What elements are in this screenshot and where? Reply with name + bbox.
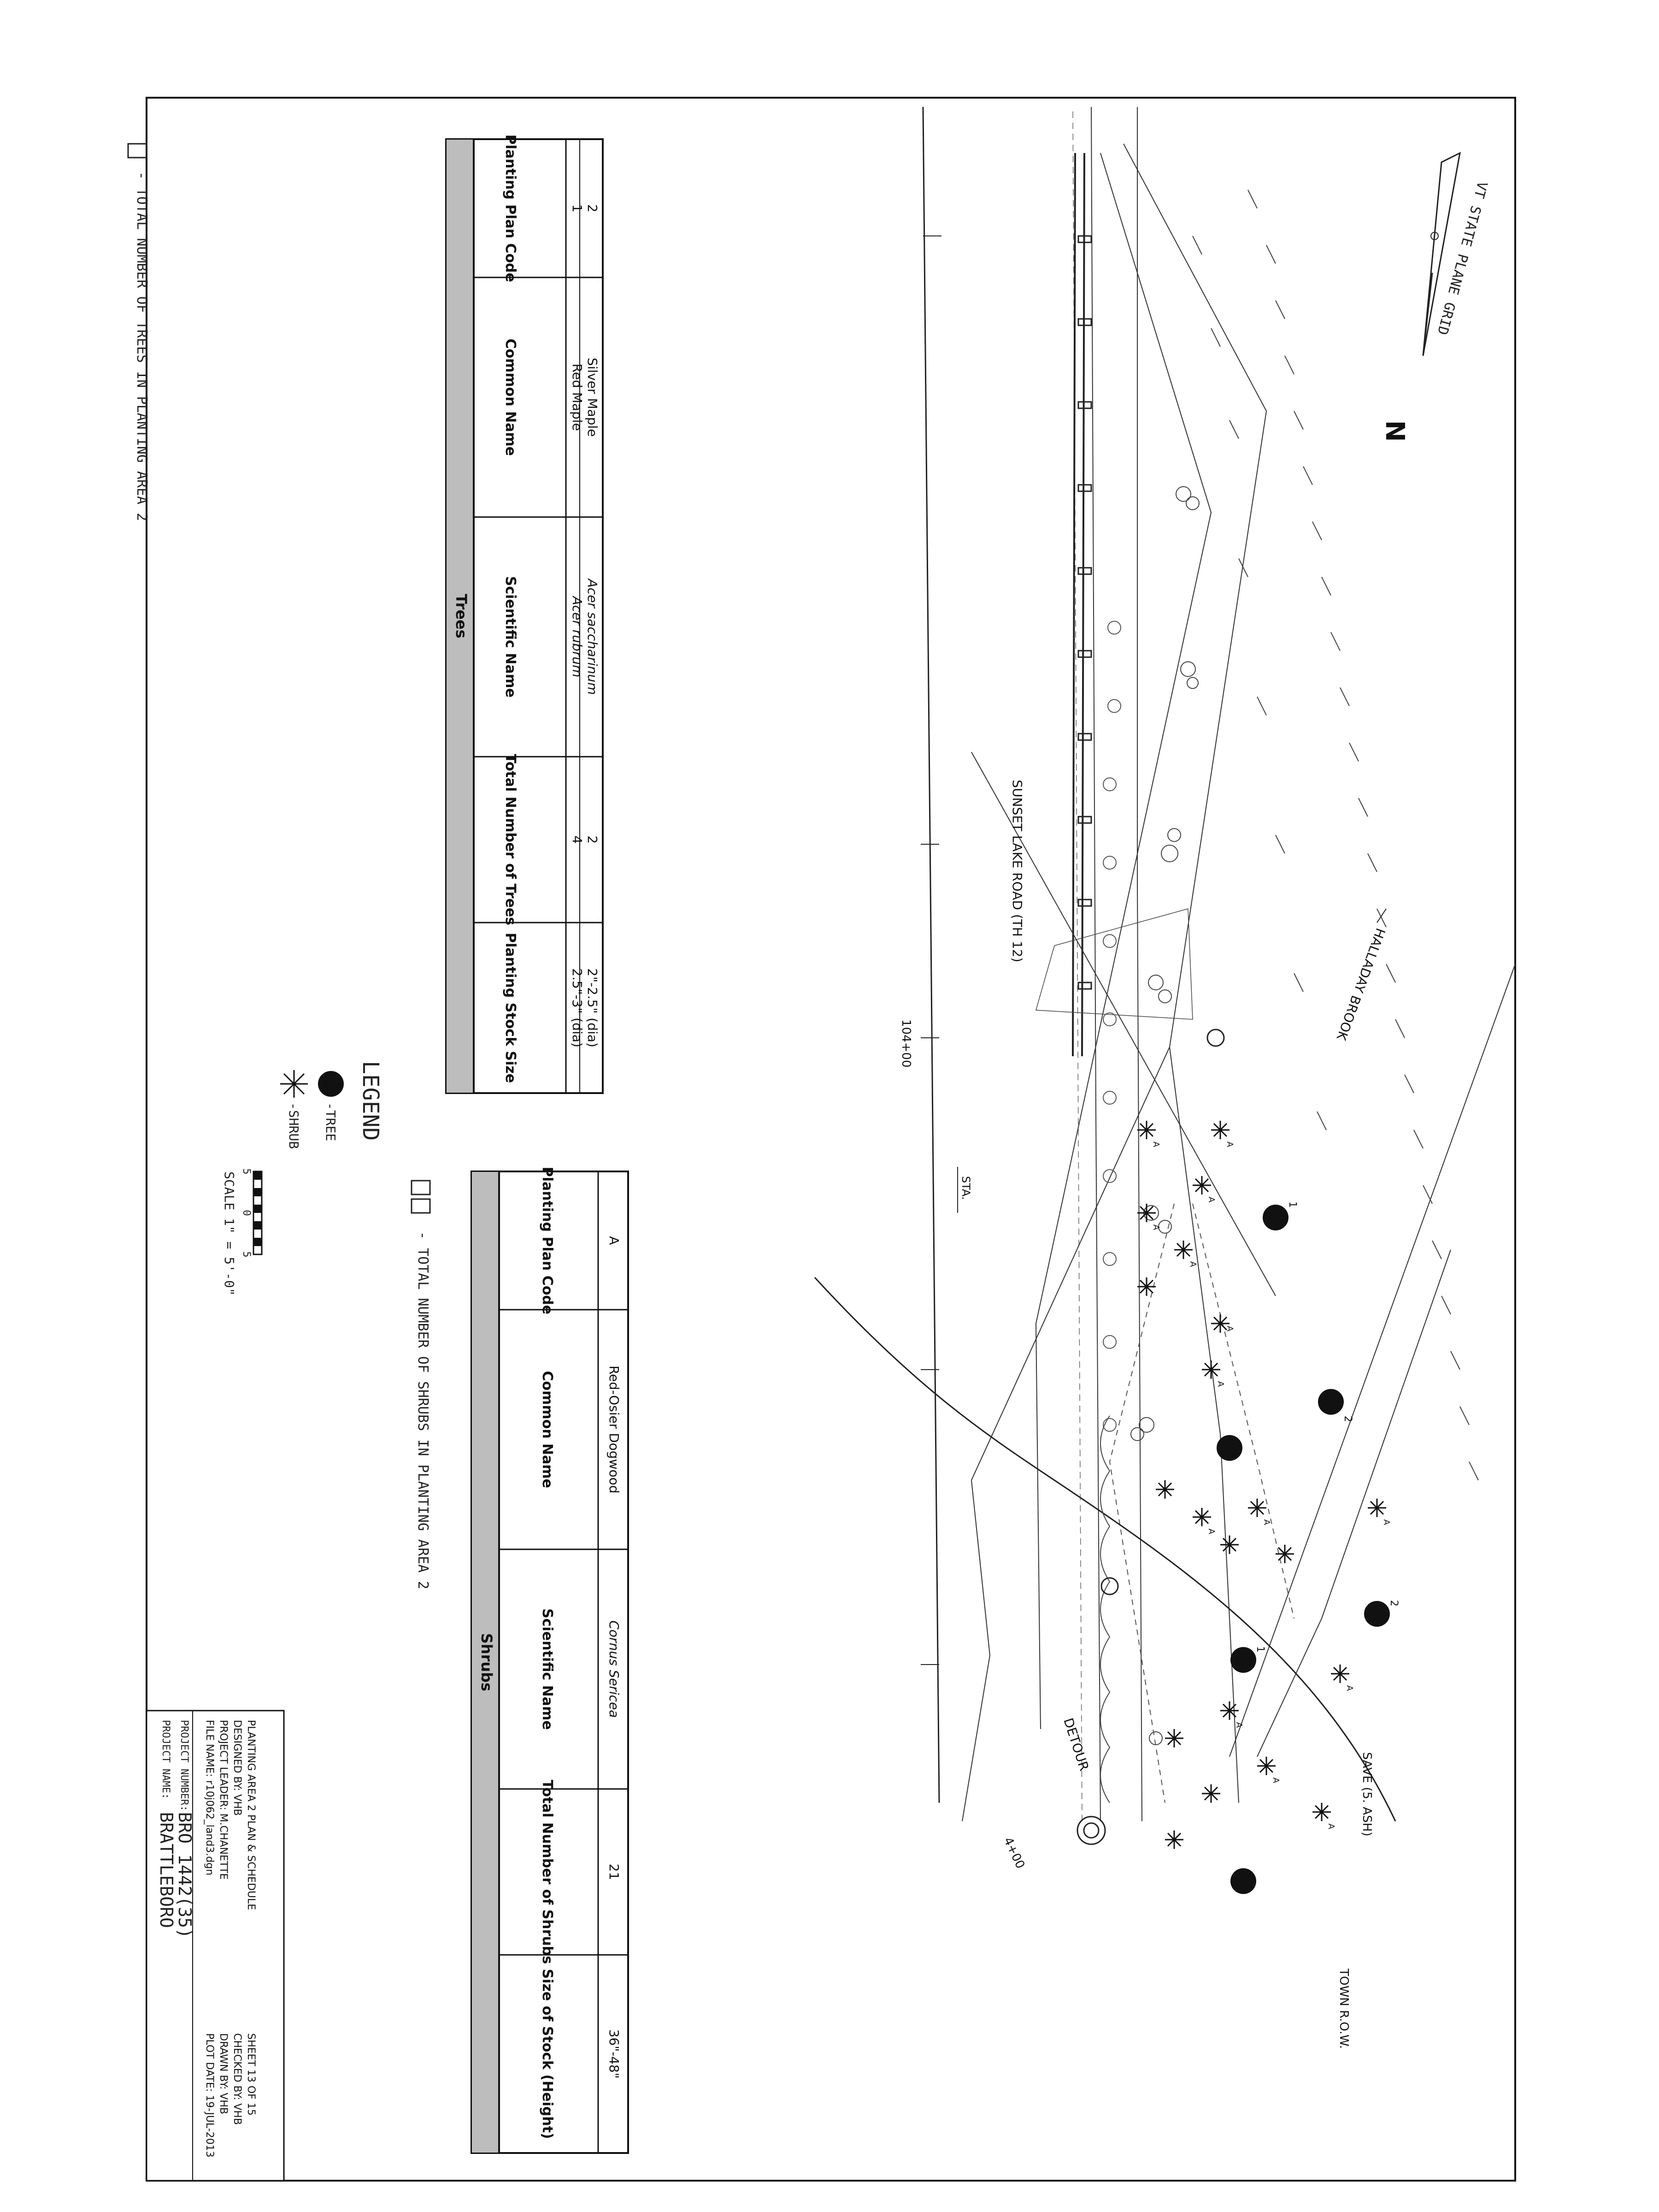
svg-text:FILE NAME: r10j062_land3.dgn: FILE NAME: r10j062_land3.dgn (204, 1720, 215, 1876)
svg-text:Planting Plan Code: Planting Plan Code (539, 1167, 555, 1315)
project-name: BRATTLEBORO (156, 1812, 176, 1928)
svg-text:PLOT DATE: 19-JUL-2013: PLOT DATE: 19-JUL-2013 (204, 2033, 215, 2158)
svg-text:Common Name: Common Name (502, 339, 518, 456)
label-detour: DETOUR (1060, 1716, 1092, 1773)
legend: LEGEND -TREE -SHRUB 5 0 5 SCALE 1" = 5'-… (222, 1061, 383, 1296)
north-letter: N (1380, 420, 1410, 442)
svg-text:4: 4 (570, 835, 585, 844)
label-station-104: 104+00 (899, 1019, 913, 1068)
tree-symbols (1217, 1205, 1390, 1894)
scale-bar: 5 0 5 SCALE 1" = 5'-0" (222, 1168, 263, 1296)
svg-text:2.5"-3" (dia): 2.5"-3" (dia) (570, 968, 585, 1047)
label-station-4: 4+00 (1001, 1835, 1027, 1871)
svg-text:SHEET 13 OF 15: SHEET 13 OF 15 (245, 2033, 257, 2116)
svg-text:- TOTAL NUMBER OF SHRUBS IN PL: - TOTAL NUMBER OF SHRUBS IN PLANTING ARE… (415, 1231, 431, 1589)
svg-text:21: 21 (606, 1864, 622, 1880)
svg-text:A: A (1225, 1141, 1235, 1147)
svg-text:DESIGNED BY: VHB: DESIGNED BY: VHB (231, 1720, 243, 1816)
svg-text:A: A (1326, 1824, 1336, 1830)
svg-text:A: A (1151, 1224, 1161, 1230)
north-arrow: VT STATE PLANE GRID N (1380, 152, 1490, 442)
svg-text:A: A (606, 1236, 622, 1245)
svg-text:2: 2 (585, 835, 600, 844)
svg-text:-TREE: -TREE (323, 1102, 338, 1141)
svg-text:A: A (1262, 1519, 1271, 1525)
label-town-row: TOWN R.O.W. (1337, 1968, 1351, 2049)
svg-text:PROJECT NUMBER:: PROJECT NUMBER: (178, 1720, 190, 1812)
svg-text:DRAWN BY: VHB: DRAWN BY: VHB (218, 2033, 229, 2114)
shrubs-note: - TOTAL NUMBER OF SHRUBS IN PLANTING ARE… (411, 1180, 431, 1589)
svg-text:Acer saccharinum: Acer saccharinum (585, 578, 600, 695)
shrubs-table: Shrubs Planting Plan Code Common Name Sc… (471, 1167, 629, 2154)
svg-text:2: 2 (585, 204, 600, 212)
svg-text:Planting Stock Size: Planting Stock Size (502, 933, 518, 1083)
svg-text:5: 5 (241, 1168, 252, 1174)
svg-text:A: A (1206, 1197, 1216, 1203)
svg-text:- TOTAL NUMBER OF TREES IN PLA: - TOTAL NUMBER OF TREES IN PLANTING AREA… (134, 171, 150, 521)
svg-text:0: 0 (241, 1210, 252, 1216)
label-save-ash: SAVE (5. ASH) (1360, 1752, 1374, 1836)
title-block: PROJECT NAME: BRATTLEBORO PROJECT NUMBER… (146, 1710, 285, 2182)
label-sta: STA. (959, 1176, 972, 1200)
svg-text:A: A (1188, 1261, 1198, 1267)
svg-text:Red-Osier Dogwood: Red-Osier Dogwood (606, 1365, 622, 1494)
svg-text:1: 1 (1254, 1646, 1266, 1653)
svg-text:A: A (1345, 1685, 1354, 1691)
trees-note: - TOTAL NUMBER OF TREES IN PLANTING AREA… (127, 143, 150, 521)
svg-text:Scientific Name: Scientific Name (539, 1608, 555, 1730)
svg-text:LEGEND: LEGEND (358, 1061, 383, 1141)
svg-text:Size of Stock (Height): Size of Stock (Height) (539, 1969, 555, 2139)
svg-text:A: A (1216, 1381, 1225, 1387)
svg-text:Cornus Sericea: Cornus Sericea (606, 1620, 622, 1718)
svg-text:Planting Plan Code: Planting Plan Code (502, 135, 518, 282)
svg-text:A: A (1271, 1777, 1281, 1783)
svg-text:36"-48": 36"-48" (606, 2029, 622, 2078)
project-number: BRO 1442(35) (175, 1812, 195, 1939)
svg-text:Total Number of Shrubs: Total Number of Shrubs (539, 1780, 555, 1964)
svg-text:Common Name: Common Name (539, 1371, 555, 1488)
svg-text:Acer rubrum: Acer rubrum (570, 595, 585, 677)
svg-text:PROJECT LEADER: M.CHANETTE: PROJECT LEADER: M.CHANETTE (218, 1720, 229, 1880)
svg-text:2"-2.5" (dia): 2"-2.5" (dia) (585, 968, 600, 1047)
label-road: SUNSET LAKE ROAD (TH 12) (1010, 780, 1025, 962)
svg-text:2: 2 (1388, 1600, 1400, 1606)
svg-text:PROJECT NAME:: PROJECT NAME: (160, 1720, 171, 1799)
svg-text:1: 1 (1287, 1201, 1298, 1208)
svg-text:Scientific Name: Scientific Name (502, 576, 518, 697)
label-brook: HALLADAY BROOK (1334, 926, 1388, 1043)
svg-text:SCALE 1" = 5'-0": SCALE 1" = 5'-0" (222, 1171, 237, 1296)
svg-text:1: 1 (570, 204, 585, 212)
svg-text:Total Number of Trees: Total Number of Trees (502, 754, 518, 925)
svg-text:A: A (1382, 1519, 1391, 1525)
svg-text:A: A (1225, 1326, 1235, 1332)
svg-text:Silver Maple: Silver Maple (585, 358, 600, 437)
trees-table: Trees Planting Plan Code Common Name Sci… (445, 135, 604, 1094)
svg-text:2: 2 (1342, 1416, 1353, 1422)
svg-text:A: A (1151, 1141, 1161, 1147)
svg-text:5: 5 (241, 1251, 252, 1257)
svg-text:PLANTING AREA 2 PLAN & SCHEDUL: PLANTING AREA 2 PLAN & SCHEDULE (245, 1720, 257, 1910)
svg-text:VT STATE PLANE GRID: VT STATE PLANE GRID (1434, 180, 1490, 337)
svg-text:CHECKED BY: VHB: CHECKED BY: VHB (231, 2033, 243, 2125)
site-plan: 1 2 1 2 (814, 106, 1516, 2049)
svg-text:A: A (1206, 1529, 1216, 1535)
sheet-border (146, 97, 1516, 2182)
shrub-symbols (1137, 1121, 1386, 1849)
svg-text:-SHRUB: -SHRUB (286, 1102, 301, 1149)
svg-text:Red Maple: Red Maple (570, 364, 585, 431)
svg-text:Shrubs: Shrubs (478, 1633, 495, 1691)
svg-text:Trees: Trees (453, 594, 470, 639)
svg-text:A: A (1234, 1722, 1244, 1728)
